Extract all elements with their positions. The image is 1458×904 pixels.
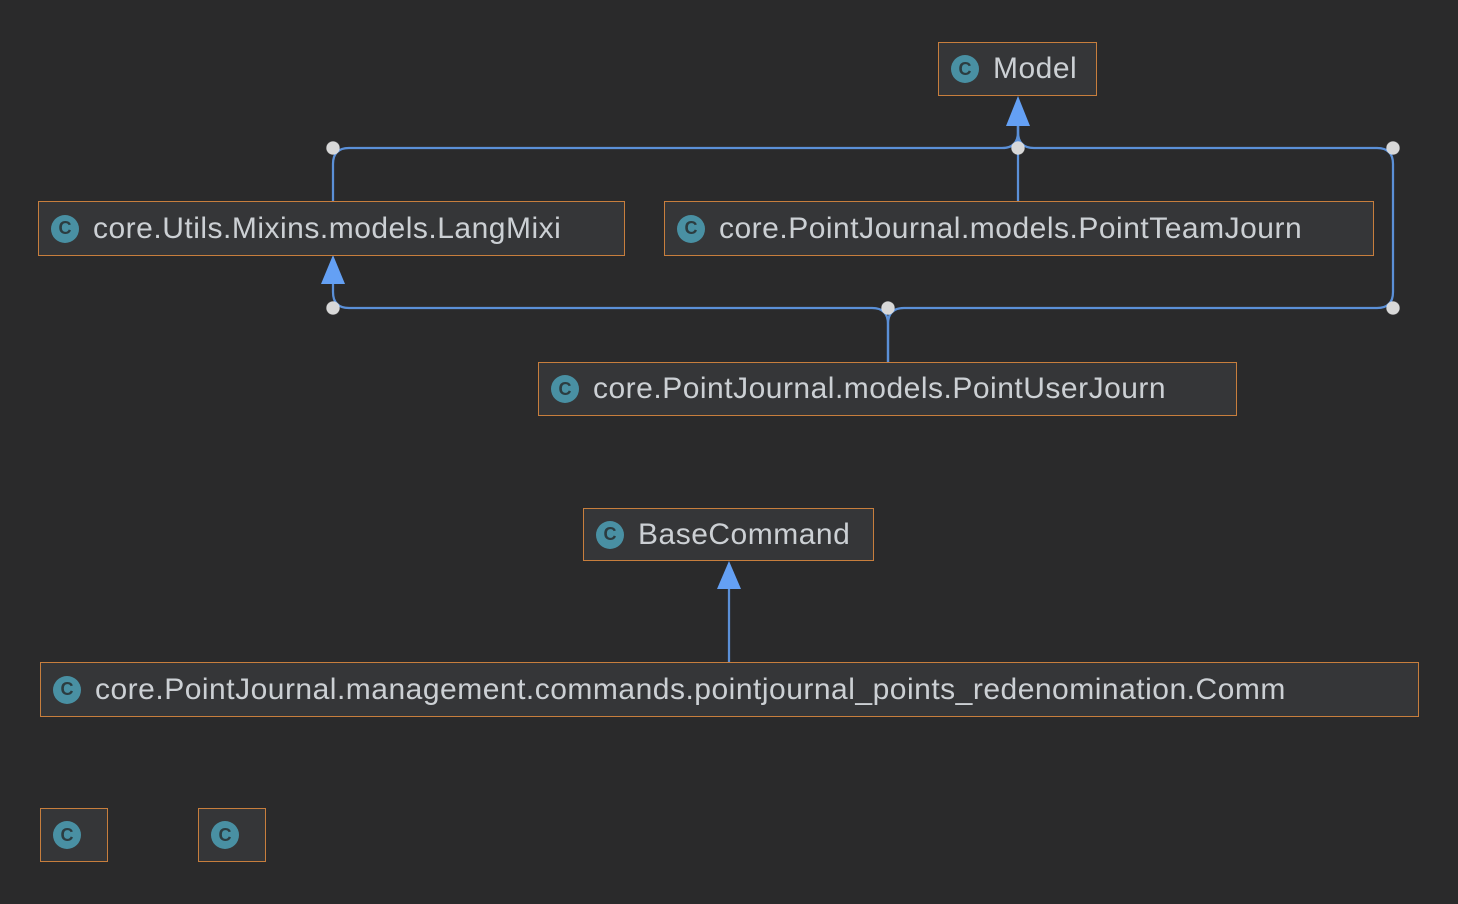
class-icon: C <box>211 821 239 849</box>
edge-command-to-basecommand[interactable] <box>717 561 741 662</box>
inheritance-arrow-langmixin <box>321 255 345 284</box>
class-node-label: core.PointJournal.management.commands.po… <box>95 672 1286 706</box>
class-node-label: core.PointJournal.models.PointUserJourn <box>593 372 1167 405</box>
class-icon: C <box>951 55 979 83</box>
edge-bend-handle[interactable] <box>1011 141 1025 155</box>
class-node-label: core.PointJournal.models.PointTeamJourn <box>719 211 1303 245</box>
class-node-unlabeled-2[interactable]: C <box>198 808 266 862</box>
class-node-unlabeled-1[interactable]: C <box>40 808 108 862</box>
class-icon: C <box>53 821 81 849</box>
class-icon: C <box>53 675 81 704</box>
edge-pointuserjournal-to-langmixin[interactable] <box>321 255 890 362</box>
edge-bend-handle[interactable] <box>326 301 340 315</box>
inheritance-arrow-basecommand <box>717 561 741 589</box>
class-icon: C <box>596 520 624 549</box>
class-icon: C <box>677 214 705 243</box>
edge-bend-handle[interactable] <box>1386 301 1400 315</box>
class-node-label: Model <box>993 52 1078 85</box>
edge-bend-handle[interactable] <box>881 301 895 315</box>
class-node-pointuserjournal[interactable]: C core.PointJournal.models.PointUserJour… <box>538 362 1237 416</box>
class-node-basecommand[interactable]: C BaseCommand <box>583 508 874 561</box>
class-node-label: core.Utils.Mixins.models.LangMixi <box>93 211 562 245</box>
class-node-model[interactable]: C Model <box>938 42 1097 96</box>
edge-pointuserjournal-to-model[interactable] <box>886 126 1395 362</box>
edge-langmixin-to-model[interactable] <box>331 126 1020 201</box>
edge-bend-handle[interactable] <box>1386 141 1400 155</box>
class-node-pointteamjournal[interactable]: C core.PointJournal.models.PointTeamJour… <box>664 201 1374 256</box>
edge-bend-handle[interactable] <box>326 141 340 155</box>
inheritance-arrow-model <box>1006 96 1030 126</box>
class-node-label: BaseCommand <box>638 517 851 551</box>
class-node-langmixin[interactable]: C core.Utils.Mixins.models.LangMixi <box>38 201 625 256</box>
class-node-redenomination-command[interactable]: C core.PointJournal.management.commands.… <box>40 662 1419 717</box>
class-icon: C <box>51 214 79 243</box>
class-icon: C <box>551 375 579 403</box>
